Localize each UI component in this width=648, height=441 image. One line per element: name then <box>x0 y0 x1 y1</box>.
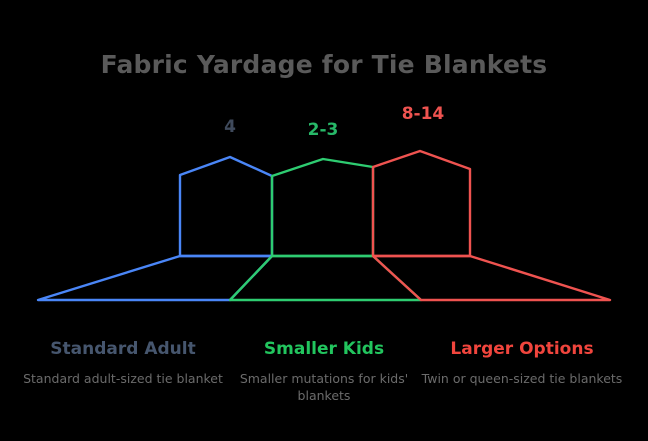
segment-pentagon-larger-options <box>371 149 472 258</box>
value-label-smaller-kids: 2-3 <box>307 120 339 140</box>
segment-base-smaller-kids <box>228 254 423 302</box>
stage-caption-standard-adult[interactable]: Standard Adult Standard adult-sized tie … <box>18 338 228 387</box>
segment-base-larger-options <box>371 254 612 302</box>
segment-pentagon-smaller-kids <box>270 157 375 258</box>
stage-description-smaller-kids: Smaller mutations for kids' blankets <box>239 371 409 403</box>
funnel-segment-larger-options[interactable] <box>371 149 612 302</box>
value-label-larger-options: 8-14 <box>401 104 445 124</box>
stage-caption-smaller-kids[interactable]: Smaller Kids Smaller mutations for kids'… <box>226 338 422 404</box>
stage-heading-smaller-kids: Smaller Kids <box>263 339 385 359</box>
value-label-standard-adult: 4 <box>224 117 236 137</box>
stage-heading-standard-adult: Standard Adult <box>50 339 196 359</box>
segment-pentagon-standard-adult <box>178 155 274 258</box>
stage-heading-larger-options: Larger Options <box>450 339 594 359</box>
stage-caption-larger-options[interactable]: Larger Options Twin or queen-sized tie b… <box>416 338 628 387</box>
stage-description-standard-adult: Standard adult-sized tie blanket <box>23 371 223 386</box>
page-title: Fabric Yardage for Tie Blankets <box>100 50 548 79</box>
funnel-segment-standard-adult[interactable] <box>36 155 274 302</box>
funnel-segment-smaller-kids[interactable] <box>228 157 423 302</box>
stage-description-larger-options: Twin or queen-sized tie blankets <box>421 371 623 386</box>
